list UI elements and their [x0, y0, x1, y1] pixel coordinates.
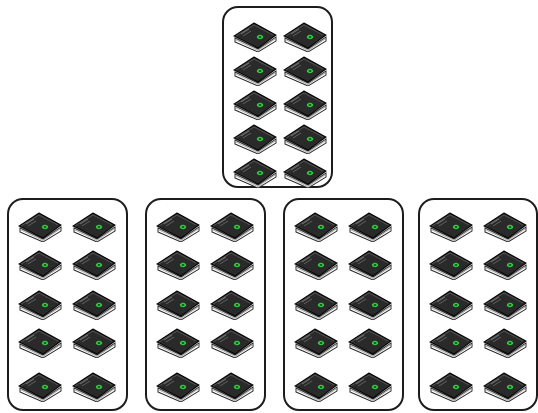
book-icon [293, 210, 339, 242]
book-icon [71, 210, 117, 242]
book-icon [155, 326, 201, 358]
book-icon [209, 248, 255, 280]
book-icon [293, 288, 339, 320]
book-icon [155, 288, 201, 320]
book-icon [232, 122, 278, 154]
book-icon [17, 288, 63, 320]
book-icon [428, 370, 474, 402]
book-icon [232, 20, 278, 52]
book-icon [282, 20, 328, 52]
book-icon [482, 370, 528, 402]
book-icon [428, 326, 474, 358]
book-icon [155, 370, 201, 402]
book-icon [232, 156, 278, 188]
book-icon [71, 326, 117, 358]
top-group-box [222, 6, 333, 188]
bottom-group-box-4 [418, 198, 538, 411]
book-icon [293, 248, 339, 280]
book-icon [482, 210, 528, 242]
book-icon [282, 88, 328, 120]
book-icon [71, 288, 117, 320]
bottom-group-box-2 [145, 198, 266, 411]
book-icon [293, 326, 339, 358]
book-icon [209, 326, 255, 358]
book-icon [17, 210, 63, 242]
book-icon [347, 370, 393, 402]
book-icon [155, 210, 201, 242]
book-icon [482, 288, 528, 320]
book-icon [17, 248, 63, 280]
book-icon [209, 288, 255, 320]
book-icon [347, 210, 393, 242]
book-icon [428, 288, 474, 320]
book-icon [17, 326, 63, 358]
book-icon [209, 210, 255, 242]
book-icon [293, 370, 339, 402]
book-icon [232, 54, 278, 86]
book-icon [209, 370, 255, 402]
bottom-group-box-1 [7, 198, 128, 411]
book-icon [428, 210, 474, 242]
book-icon [71, 248, 117, 280]
book-icon [282, 122, 328, 154]
book-icon [155, 248, 201, 280]
book-icon [232, 88, 278, 120]
book-icon [17, 370, 63, 402]
bottom-group-box-3 [283, 198, 404, 411]
book-icon [428, 248, 474, 280]
book-icon [282, 156, 328, 188]
book-icon [71, 370, 117, 402]
book-icon [482, 248, 528, 280]
book-icon [282, 54, 328, 86]
book-icon [482, 326, 528, 358]
book-icon [347, 248, 393, 280]
book-icon [347, 326, 393, 358]
book-icon [347, 288, 393, 320]
